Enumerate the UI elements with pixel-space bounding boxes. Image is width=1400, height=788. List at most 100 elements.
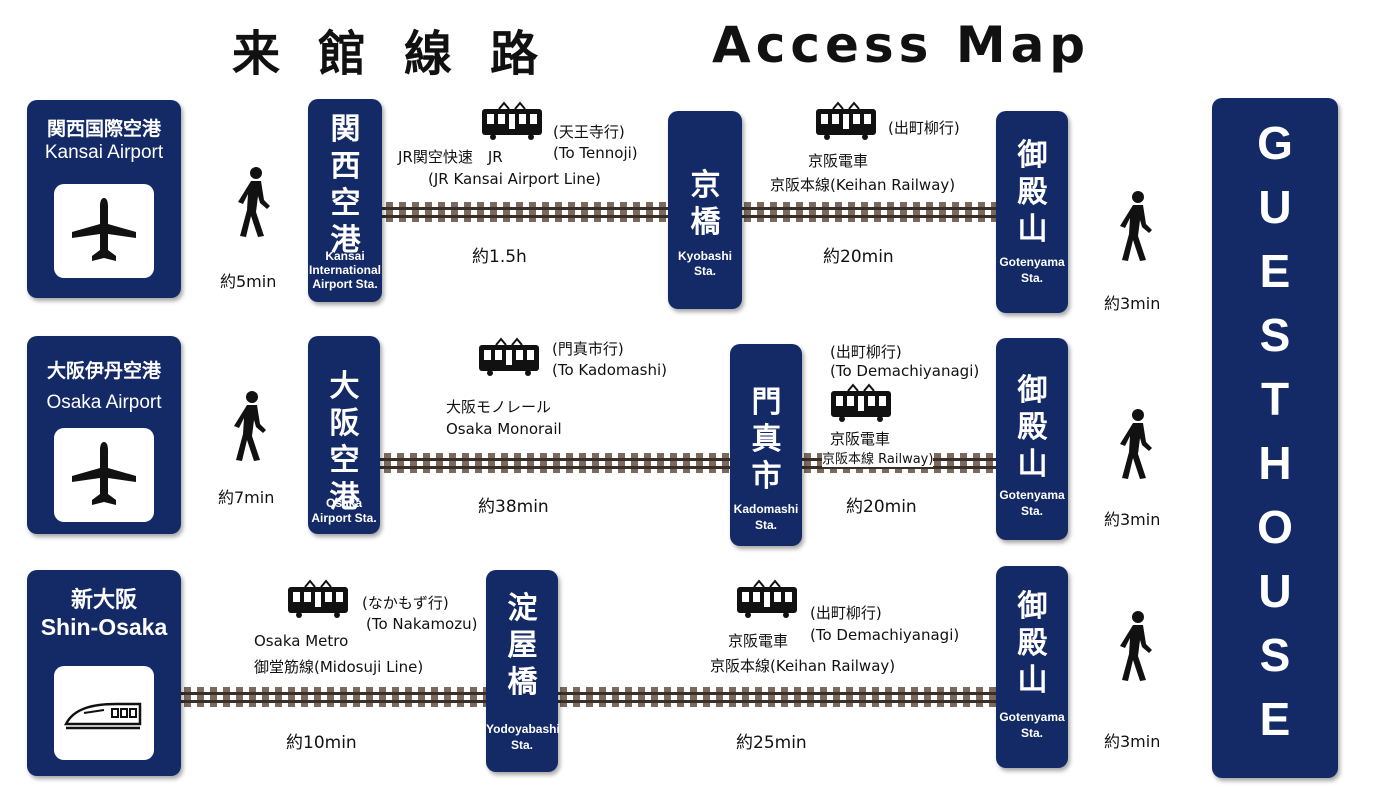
rail-tie	[516, 202, 523, 222]
rail-tie	[631, 453, 638, 473]
rail-tie	[410, 453, 417, 473]
rail-tie	[503, 202, 510, 222]
rail-tie	[599, 687, 606, 707]
station-gotenyama: 御殿山 Gotenyama Sta.	[996, 566, 1068, 768]
rail-tie	[288, 687, 295, 707]
train-icon	[482, 101, 542, 140]
station-name-en-1: Yodoyabashi	[486, 722, 560, 736]
station-name-en-2: Sta.	[510, 738, 533, 752]
station-name-en-2: International	[308, 263, 381, 277]
rail-tie	[952, 202, 959, 222]
train-line-en: (JR Kansai Airport Line)	[428, 170, 601, 188]
rail-tie	[670, 453, 677, 473]
train-line-en: Osaka Monorail	[446, 420, 562, 438]
rail-tie	[900, 202, 907, 222]
train-destination-jp: (出町柳行)	[888, 119, 960, 137]
rail-tie	[978, 202, 985, 222]
rail-tie	[783, 202, 790, 222]
rail-tie	[197, 687, 204, 707]
rail-tie	[592, 453, 599, 473]
origin-name-jp: 大阪伊丹空港	[46, 360, 161, 382]
rail-tie	[501, 453, 508, 473]
rail-tie	[184, 687, 191, 707]
rail-tie	[659, 202, 666, 222]
station-name: 大阪空港	[329, 369, 360, 515]
walk-time: 約3min	[1104, 510, 1161, 529]
rail-tie	[965, 202, 972, 222]
train-destination-jp: (天王寺行)	[553, 123, 625, 141]
rail-tie	[418, 687, 425, 707]
bullet-train-icon	[63, 702, 142, 730]
train-icon	[288, 579, 348, 618]
rail	[382, 215, 670, 218]
rail-tie	[807, 687, 814, 707]
rail-tie	[470, 687, 477, 707]
rail-tie	[553, 453, 560, 473]
walking-person-icon	[1120, 191, 1152, 261]
train-line-jp: Osaka Metro	[254, 632, 349, 650]
walking-person-icon	[1120, 611, 1152, 681]
train-destination-jp: (門真市行)	[552, 340, 624, 358]
origin-name-jp: 関西国際空港	[46, 118, 161, 140]
rail-tie	[633, 202, 640, 222]
station-name-en-2: Sta.	[1020, 504, 1043, 518]
train-destination-jp: (出町柳行)	[830, 343, 902, 361]
rail-tie	[796, 202, 803, 222]
track-row1-a	[382, 202, 670, 222]
rail-tie	[833, 687, 840, 707]
guesthouse-letter: S	[1259, 309, 1291, 361]
rail	[740, 215, 998, 218]
rail-tie	[612, 687, 619, 707]
rail-tie	[618, 453, 625, 473]
rail-tie	[768, 687, 775, 707]
rail-tie	[696, 453, 703, 473]
rail-tie	[607, 202, 614, 222]
rail-tie	[436, 453, 443, 473]
origin-name-jp: 新大阪	[70, 588, 137, 613]
rail-tie	[490, 202, 497, 222]
rail-tie	[991, 202, 998, 222]
rail-tie	[581, 202, 588, 222]
rail-tie	[804, 453, 811, 473]
rail-tie	[822, 202, 829, 222]
station-name: 門真市	[751, 385, 782, 494]
travel-duration: 約10min	[286, 733, 357, 753]
rail-tie	[527, 453, 534, 473]
rail-tie	[677, 687, 684, 707]
rail-tie	[314, 687, 321, 707]
rail-tie	[742, 687, 749, 707]
train-line-en: 京阪本線(Keihan Railway)	[770, 176, 956, 194]
rail-tie	[817, 453, 824, 473]
track-row3-b	[556, 687, 998, 707]
rail-tie	[835, 202, 842, 222]
guesthouse-letter: H	[1258, 437, 1292, 489]
title-english: Access Map	[712, 16, 1091, 74]
guesthouse-destination: G U E S T H O U S E	[1212, 98, 1338, 778]
rail-tie	[560, 687, 567, 707]
rail-tie	[898, 687, 905, 707]
rail-tie	[620, 202, 627, 222]
rail-tie	[405, 687, 412, 707]
rail-tie	[431, 687, 438, 707]
station-name: 御殿山	[1017, 589, 1048, 698]
walk-time: 約7min	[218, 488, 275, 507]
guesthouse-letter: T	[1260, 373, 1290, 425]
rail-tie	[353, 687, 360, 707]
rail-tie	[542, 202, 549, 222]
rail-tie	[462, 453, 469, 473]
rail-tie	[770, 202, 777, 222]
rail-tie	[412, 202, 419, 222]
rail-tie	[477, 202, 484, 222]
rail-tie	[820, 687, 827, 707]
rail-tie	[646, 202, 653, 222]
station-name-en-2: Airport Sta.	[311, 511, 377, 525]
rail-tie	[210, 687, 217, 707]
rail-tie	[555, 202, 562, 222]
rail-tie	[913, 202, 920, 222]
rail-tie	[423, 453, 430, 473]
rail-tie	[757, 202, 764, 222]
rail	[740, 207, 998, 210]
station-name-en-3: Airport Sta.	[312, 277, 378, 291]
rail	[800, 466, 998, 469]
rail-tie	[568, 202, 575, 222]
